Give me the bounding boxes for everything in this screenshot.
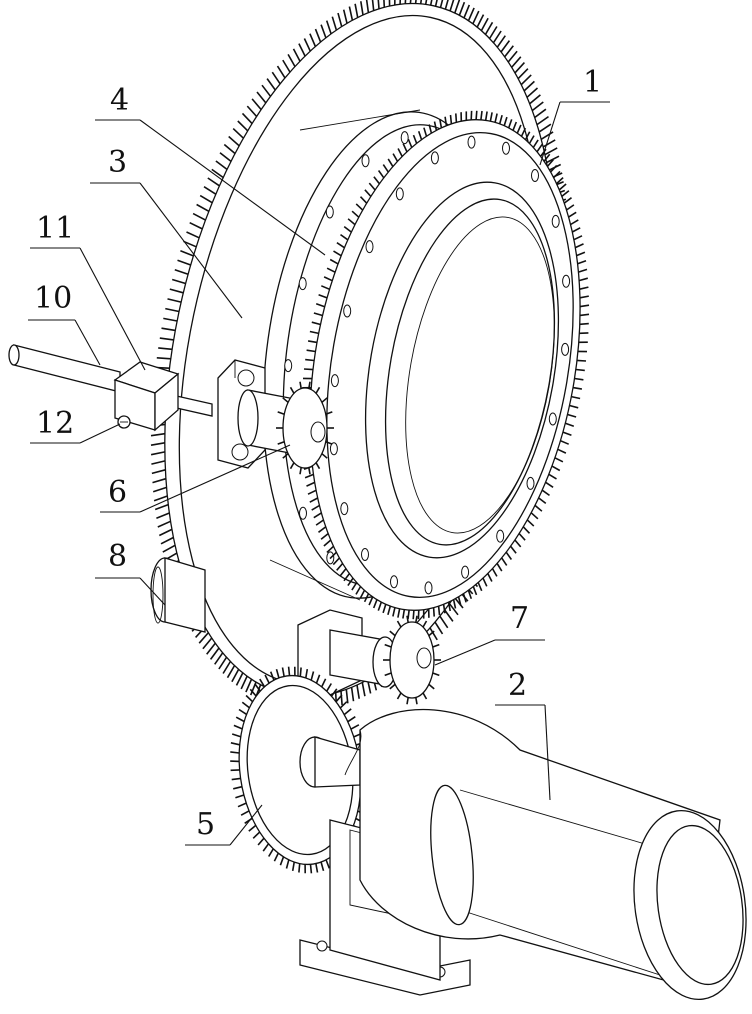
label-8: 8 <box>108 539 127 574</box>
screw-12 <box>117 415 131 429</box>
label-11: 11 <box>36 211 74 246</box>
label-2: 2 <box>508 668 527 703</box>
label-3: 3 <box>108 145 127 180</box>
gear-5 <box>230 666 370 874</box>
label-12: 12 <box>36 406 74 441</box>
pinion-6-assembly <box>217 359 334 475</box>
label-6: 6 <box>108 475 127 510</box>
label-1: 1 <box>583 65 602 100</box>
bracket-8 <box>150 557 206 633</box>
front-gear-ring-1 <box>300 110 590 620</box>
motor-2 <box>299 708 747 1001</box>
leader-lines <box>28 101 610 846</box>
pinion-7-assembly <box>297 609 441 705</box>
part-labels: 1 4 3 11 10 12 6 8 7 2 5 <box>34 65 602 842</box>
label-10: 10 <box>34 281 72 316</box>
label-5: 5 <box>196 807 215 842</box>
label-7: 7 <box>510 601 529 636</box>
shaft-10 <box>8 344 213 417</box>
block-11 <box>113 361 180 432</box>
label-4: 4 <box>110 83 129 118</box>
